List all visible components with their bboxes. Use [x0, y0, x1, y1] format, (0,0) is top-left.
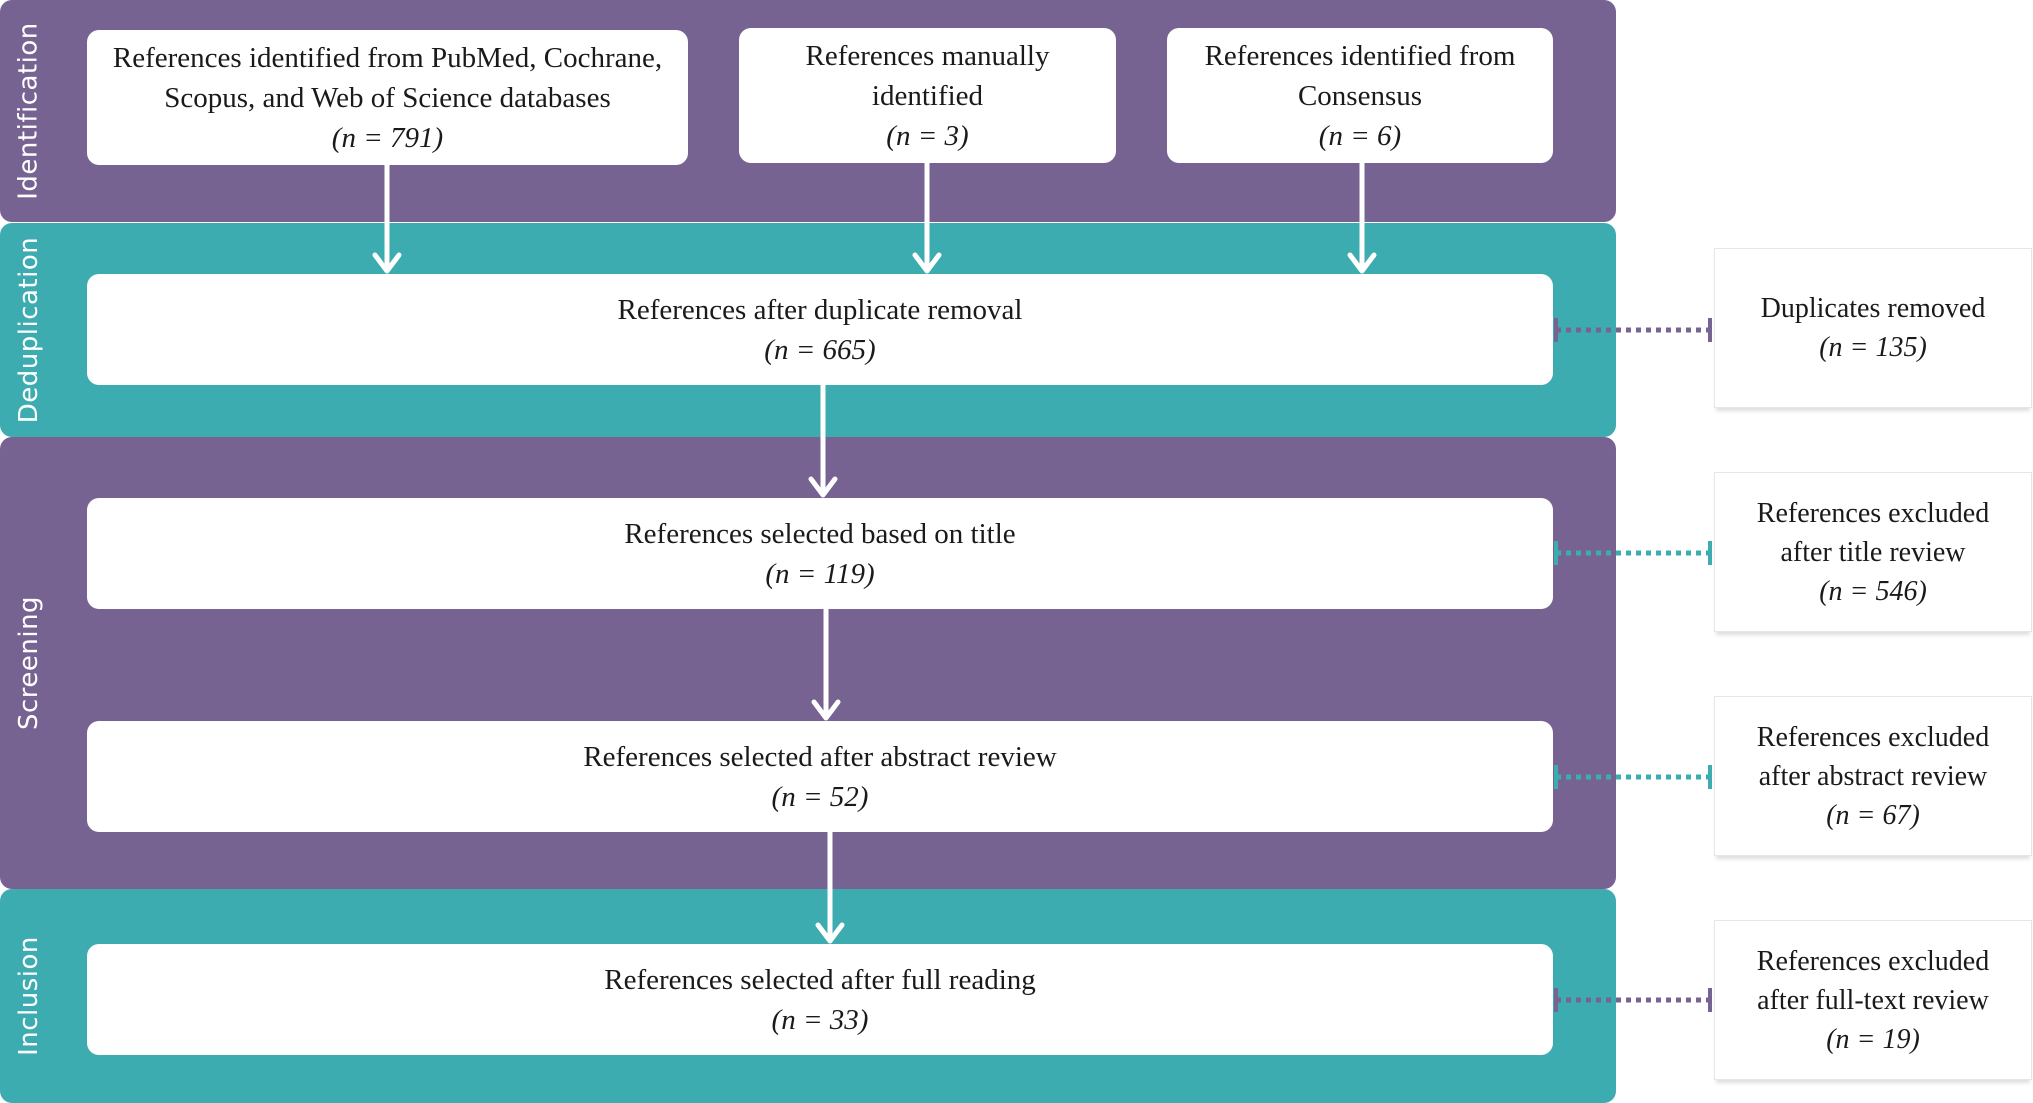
- consensus-references-box: References identified from Consensus (n …: [1167, 28, 1553, 163]
- duplicates-removed-box: Duplicates removed (n = 135): [1714, 248, 2032, 408]
- title-excluded-line2: after title review: [1780, 536, 1966, 568]
- abstract-selected-box: References selected after abstract revie…: [87, 721, 1553, 832]
- dedup-line1: References after duplicate removal: [617, 293, 1023, 326]
- connector-fulltext-excluded: [1554, 988, 1712, 1012]
- duplicates-removed-count: (n = 135): [1819, 332, 1927, 363]
- manual-count: (n = 3): [886, 119, 969, 152]
- title-excluded-count: (n = 546): [1819, 575, 1927, 607]
- abstract-excluded-line1: References excluded: [1756, 721, 1990, 753]
- connector-abstract-excluded: [1554, 765, 1712, 789]
- title-selected-box: References selected based on title (n = …: [87, 498, 1553, 609]
- arrow-consensus-to-dedup: [1347, 160, 1377, 274]
- manual-line2: identified: [871, 79, 984, 112]
- fulltext-selected-line1: References selected after full reading: [604, 963, 1036, 996]
- arrow-pubmed-to-dedup: [372, 162, 402, 274]
- pubmed-references-box: References identified from PubMed, Cochr…: [87, 30, 688, 165]
- arrow-abstract-to-fulltext: [815, 829, 845, 944]
- pubmed-count: (n = 791): [331, 121, 444, 154]
- abstract-excluded-count: (n = 67): [1826, 799, 1920, 831]
- arrow-manual-to-dedup: [912, 160, 942, 274]
- dedup-references-box: References after duplicate removal (n = …: [87, 274, 1553, 385]
- arrow-dedup-to-title: [808, 382, 838, 498]
- manual-line1: References manually: [805, 39, 1050, 72]
- abstract-excluded-box: References excluded after abstract revie…: [1714, 696, 2032, 856]
- title-excluded-line1: References excluded: [1756, 497, 1990, 529]
- fulltext-excluded-line2: after full-text review: [1757, 984, 1989, 1016]
- consensus-count: (n = 6): [1318, 119, 1402, 152]
- manual-references-box: References manually identified (n = 3): [739, 28, 1116, 163]
- fulltext-selected-box: References selected after full reading (…: [87, 944, 1553, 1055]
- connector-title-excluded: [1554, 541, 1712, 565]
- arrow-title-to-abstract: [811, 606, 841, 721]
- connector-duplicates: [1554, 318, 1712, 342]
- fulltext-excluded-box: References excluded after full-text revi…: [1714, 920, 2032, 1080]
- title-selected-line1: References selected based on title: [624, 517, 1016, 550]
- title-excluded-box: References excluded after title review (…: [1714, 472, 2032, 632]
- consensus-line2: Consensus: [1297, 79, 1423, 112]
- fulltext-excluded-count: (n = 19): [1826, 1023, 1920, 1055]
- pubmed-line2: Scopus, and Web of Science databases: [164, 81, 611, 114]
- duplicates-removed-line1: Duplicates removed: [1760, 293, 1986, 324]
- dedup-count: (n = 665): [764, 333, 876, 366]
- title-selected-count: (n = 119): [765, 557, 875, 590]
- abstract-selected-line1: References selected after abstract revie…: [583, 740, 1057, 773]
- pubmed-line1: References identified from PubMed, Cochr…: [112, 41, 663, 74]
- fulltext-excluded-line1: References excluded: [1756, 945, 1990, 977]
- fulltext-selected-count: (n = 33): [771, 1003, 869, 1036]
- abstract-selected-count: (n = 52): [771, 780, 869, 813]
- abstract-excluded-line2: after abstract review: [1758, 760, 1988, 792]
- consensus-line1: References identified from: [1204, 39, 1516, 72]
